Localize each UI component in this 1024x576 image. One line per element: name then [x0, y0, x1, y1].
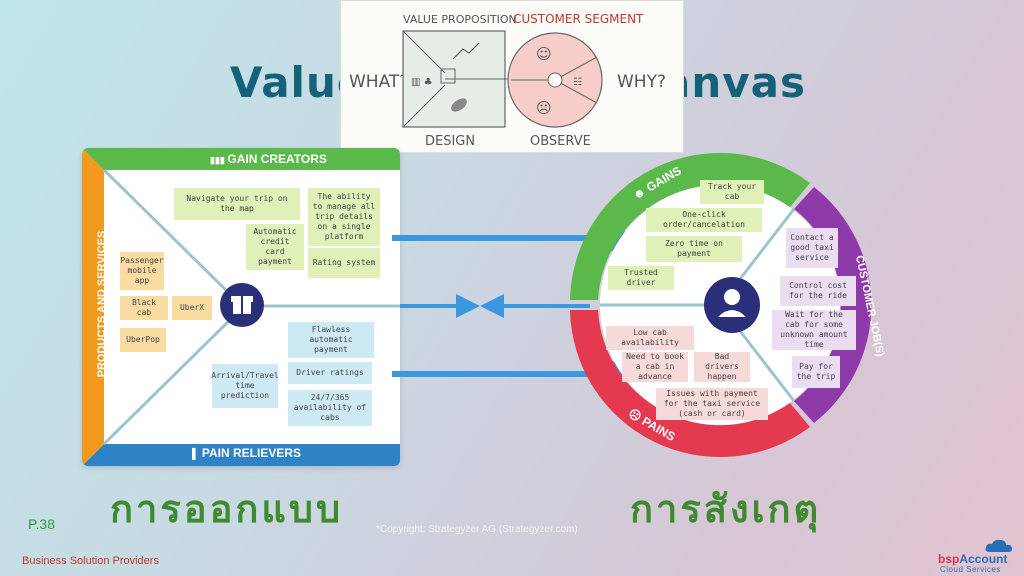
sketch-customer-segment: CUSTOMER SEGMENT — [513, 12, 644, 26]
pain-relievers-label: ▌ PAIN RELIEVERS — [192, 446, 302, 460]
pain-note: Bad drivers happen — [694, 352, 750, 382]
sketch-what: WHAT? — [349, 72, 408, 92]
gain-creator-note: The ability to manage all trip details o… — [308, 188, 380, 246]
job-note: Pay for the trip — [792, 356, 840, 388]
job-note: Contact a good taxi service — [786, 228, 838, 268]
page-number: P.38 — [28, 516, 55, 532]
gain-note: Trusted driver — [608, 266, 674, 290]
bsp-logo: bspAccount Cloud Services — [928, 538, 1020, 574]
sketch-circle: ☺ ☹ ☷ — [507, 32, 603, 128]
pain-note: Low cab availability — [606, 326, 694, 350]
sketch-why: WHY? — [617, 72, 666, 92]
thai-heading-observe: การสังเกตุ — [630, 487, 822, 531]
slide-title-right: anvas — [662, 58, 806, 107]
arrows — [392, 220, 638, 390]
product-note: UberPop — [120, 328, 166, 352]
job-note: Control cost for the ride — [780, 276, 856, 306]
logo-brand: bspAccount — [938, 552, 1008, 566]
thai-heading-design: การออกแบบ — [110, 487, 344, 531]
pain-note: Issues with payment for the taxi service… — [656, 388, 768, 420]
pain-reliever-note: 24/7/365 availability of cabs — [288, 390, 372, 426]
gain-note: Zero time on payment — [646, 236, 742, 262]
sketch-design: DESIGN — [425, 134, 475, 149]
gain-note: Track your cab — [700, 180, 764, 204]
gain-note: One-click order/cancelation — [646, 208, 762, 232]
svg-text:☷: ☷ — [573, 77, 582, 88]
svg-text:▥ ♣: ▥ ♣ — [411, 77, 433, 88]
pain-reliever-note: Flawless automatic payment — [288, 322, 374, 358]
copyright-text: *Copyright: Strategyzer AG (Strategyzer.… — [376, 524, 578, 535]
gain-creator-note: Rating system — [308, 248, 380, 278]
sketch-image: VALUE PROPOSITION CUSTOMER SEGMENT WHAT?… — [340, 0, 684, 153]
pain-note: Need to book a cab in advance — [622, 352, 688, 382]
cloud-icon — [985, 539, 1012, 552]
products-services-label: PRODUCTS AND SERVICES — [96, 230, 108, 378]
product-note: UberX — [172, 296, 212, 320]
gain-creator-note: Navigate your trip on the map — [174, 188, 300, 220]
product-note: Black cab — [120, 296, 168, 320]
svg-text:☺: ☺ — [536, 45, 552, 63]
company-name: Business Solution Providers — [22, 555, 159, 567]
sketch-observe: OBSERVE — [530, 134, 591, 149]
logo-tagline: Cloud Services — [940, 565, 1001, 574]
pain-reliever-note: Driver ratings — [288, 362, 372, 384]
job-note: Wait for the cab for some unknown amount… — [772, 310, 856, 350]
pain-reliever-note: Arrival/Travel time prediction — [211, 364, 279, 408]
product-note: Passenger mobile app — [120, 252, 164, 290]
gain-creators-label: ▮▮▮ GAIN CREATORS — [210, 152, 327, 166]
sketch-square: ▥ ♣ — [402, 30, 511, 128]
svg-text:☹: ☹ — [536, 99, 552, 117]
value-map-card: ▮▮▮ GAIN CREATORS ▌ PAIN RELIEVERS PRODU… — [82, 148, 400, 466]
value-map-frame — [82, 148, 400, 466]
gain-creator-note: Automatic credit card payment — [246, 224, 304, 270]
sketch-value-proposition: VALUE PROPOSITION — [403, 13, 517, 26]
